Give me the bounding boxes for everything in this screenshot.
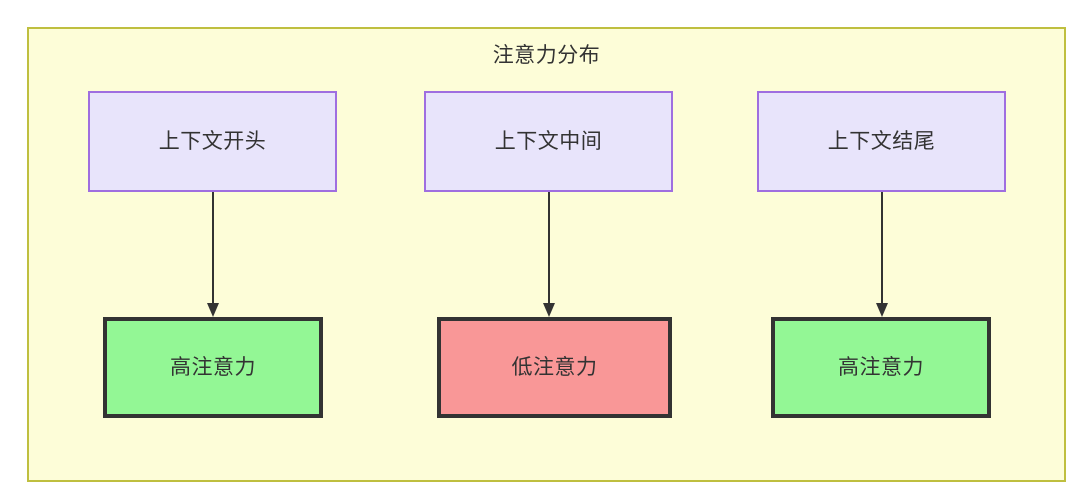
- edge-shaft: [212, 192, 214, 306]
- edge-context-middle-to-attention: [543, 192, 555, 317]
- edge-context-end-to-attention: [876, 192, 888, 317]
- node-attention-high-end[interactable]: 高注意力: [771, 317, 991, 418]
- arrowhead-icon: [207, 303, 219, 317]
- node-context-end[interactable]: 上下文结尾: [757, 91, 1006, 192]
- edge-context-start-to-attention: [207, 192, 219, 317]
- node-context-start[interactable]: 上下文开头: [88, 91, 337, 192]
- arrowhead-icon: [876, 303, 888, 317]
- node-context-middle[interactable]: 上下文中间: [424, 91, 673, 192]
- edge-shaft: [881, 192, 883, 306]
- node-attention-low-middle[interactable]: 低注意力: [437, 317, 672, 418]
- arrowhead-icon: [543, 303, 555, 317]
- edge-shaft: [548, 192, 550, 306]
- subgraph-title: 注意力分布: [492, 44, 601, 67]
- node-attention-high-start[interactable]: 高注意力: [103, 317, 323, 418]
